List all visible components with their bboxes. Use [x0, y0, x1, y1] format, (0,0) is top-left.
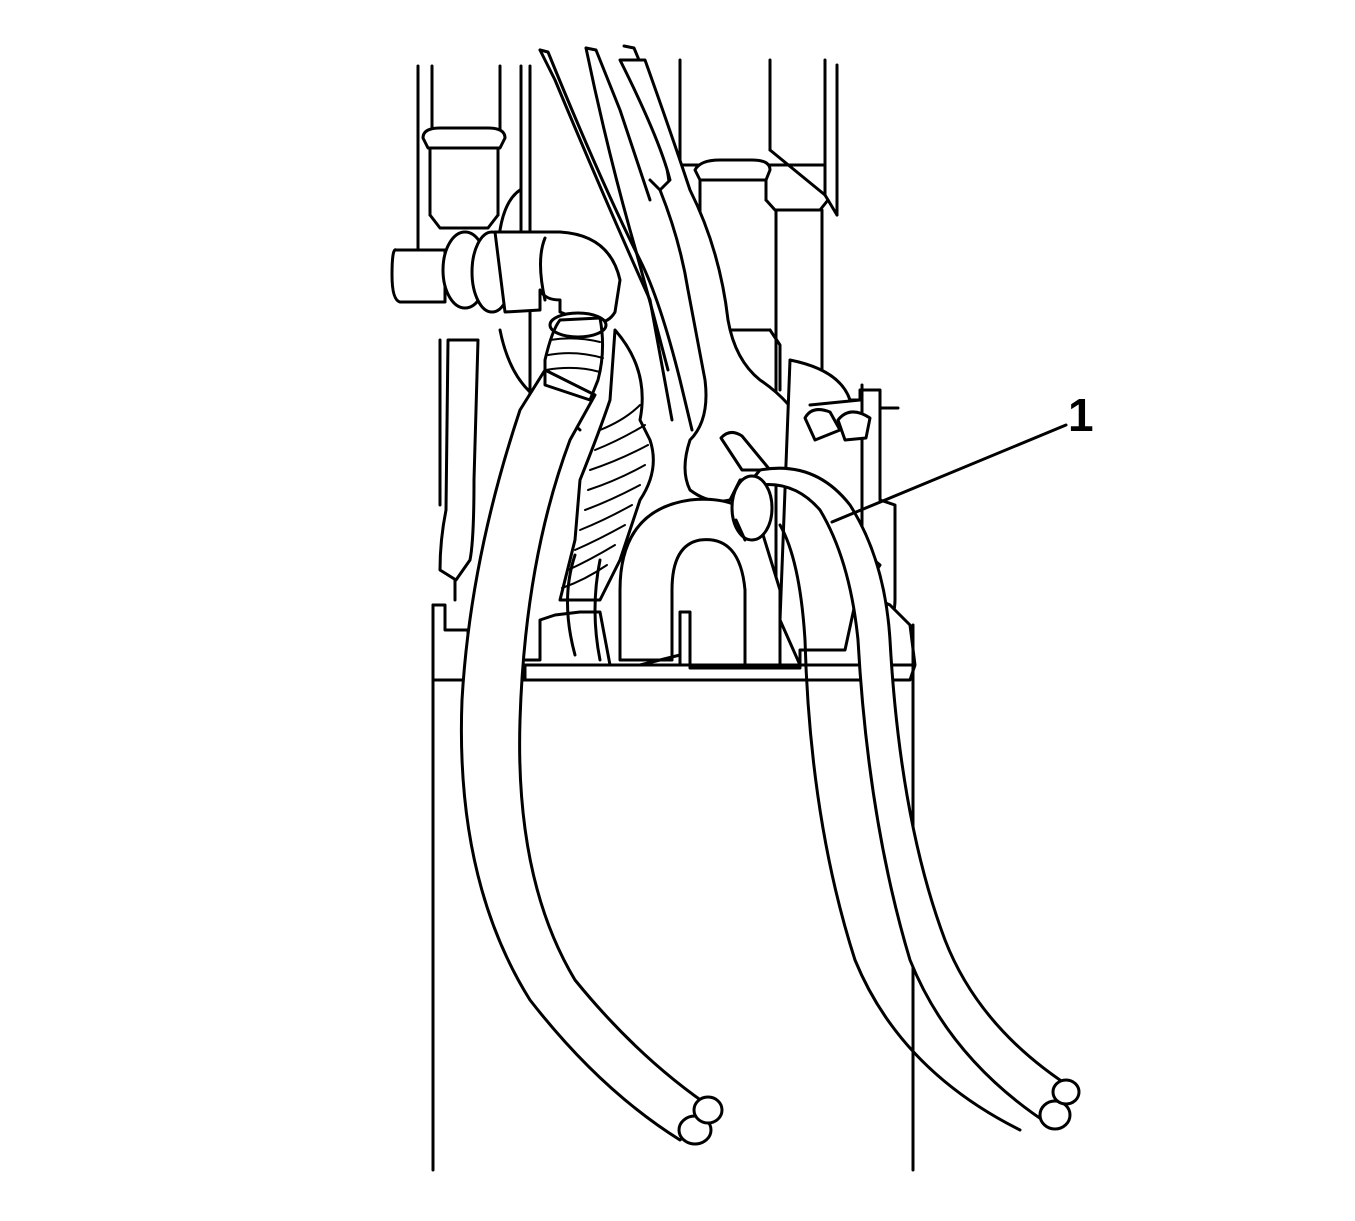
left-vertical-pipe	[421, 126, 507, 230]
lower-hose-crossing	[566, 553, 602, 662]
left-bent-tube	[438, 338, 480, 602]
u-return-pipe	[618, 497, 782, 667]
callout-1-label: 1	[1068, 389, 1094, 441]
right-fuel-hose	[730, 466, 1081, 1132]
elbow-connector	[390, 230, 622, 339]
left-fuel-hose	[459, 316, 724, 1146]
corrugated-hose	[498, 188, 655, 602]
callout-1-leader	[830, 423, 1068, 524]
